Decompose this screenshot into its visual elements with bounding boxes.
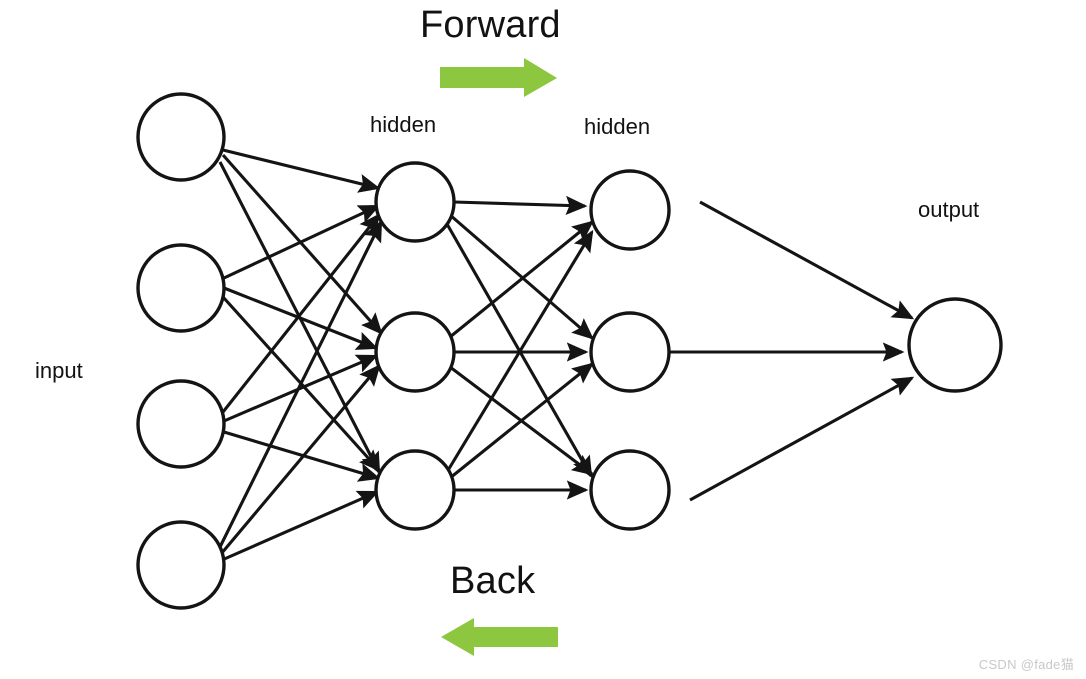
forward-label: Forward <box>420 4 561 46</box>
edges-hidden1-to-hidden2 <box>445 195 594 500</box>
node-input-4 <box>136 520 226 610</box>
input-layer-label: input <box>35 358 83 383</box>
output-layer-label: output <box>918 197 980 222</box>
node-hidden1-2 <box>374 311 456 393</box>
hidden-layer-1-label: hidden <box>370 112 437 137</box>
layer-hidden2-nodes <box>589 169 671 531</box>
csdn-watermark: CSDN @fade猫 <box>978 657 1074 672</box>
node-output-1 <box>907 297 1003 393</box>
node-hidden2-3 <box>589 449 671 531</box>
node-hidden2-2 <box>589 311 671 393</box>
layer-hidden1-nodes <box>374 161 456 531</box>
forward-green-arrow-icon <box>440 58 557 97</box>
node-input-3 <box>136 379 226 469</box>
node-hidden1-3 <box>374 449 456 531</box>
node-hidden1-1 <box>374 161 456 243</box>
layer-input-nodes <box>136 92 226 610</box>
layer-output-nodes <box>907 297 1003 393</box>
back-label: Back <box>450 560 536 602</box>
hidden-layer-2-label: hidden <box>584 114 651 139</box>
back-green-arrow-icon <box>441 618 558 656</box>
node-input-1 <box>136 92 226 182</box>
node-hidden2-1 <box>589 169 671 251</box>
edges-hidden2-to-output <box>670 200 915 502</box>
edges-input-to-hidden1 <box>217 148 383 562</box>
node-input-2 <box>136 243 226 333</box>
